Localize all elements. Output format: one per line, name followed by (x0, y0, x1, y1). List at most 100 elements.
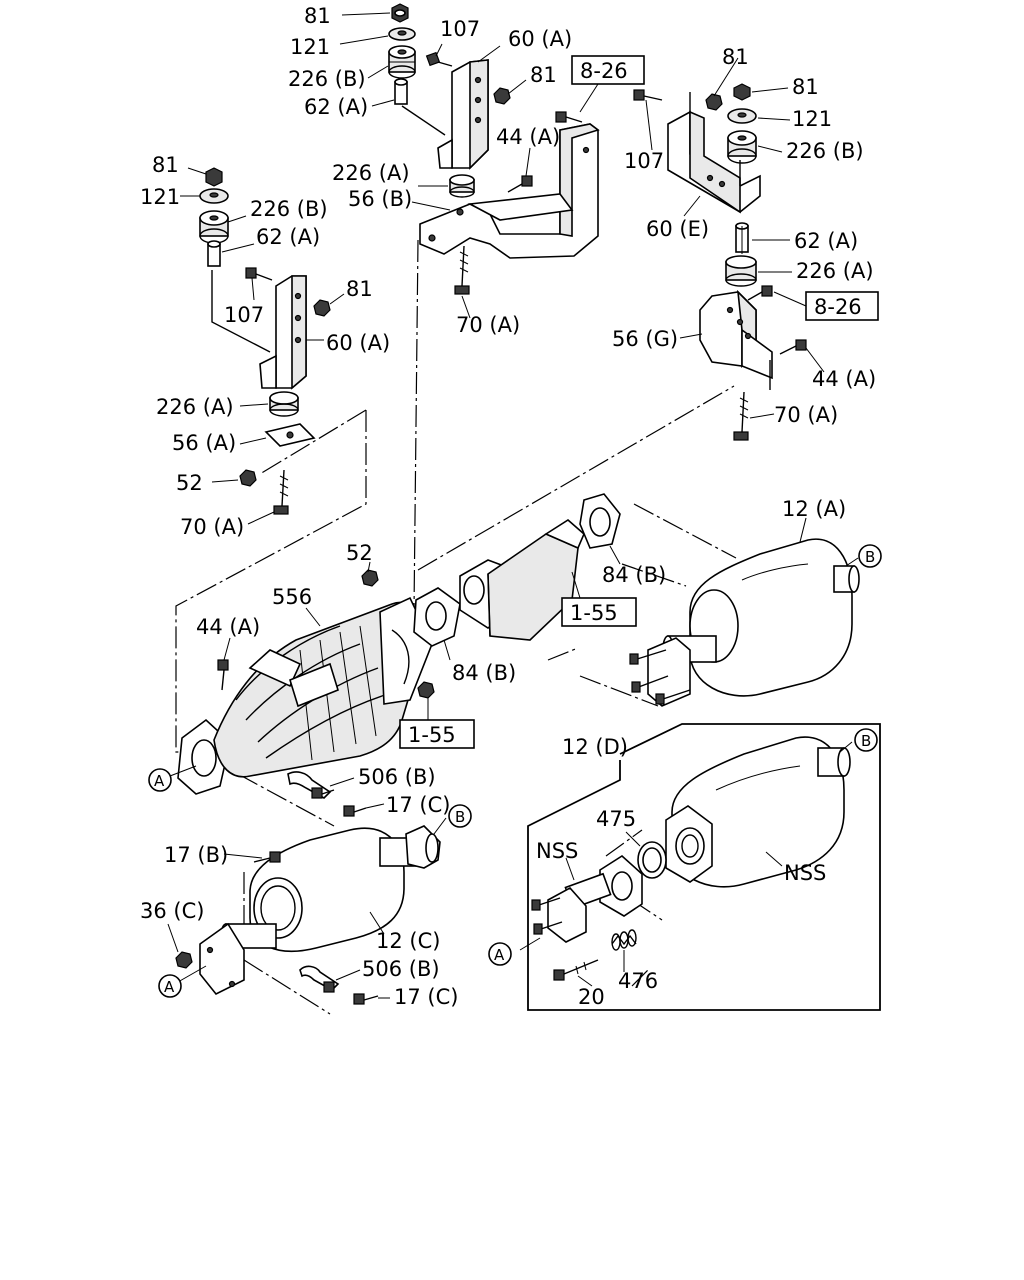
nut-52-dpf-icon (361, 569, 379, 587)
muffler-12c-group: B 17 (B) 36 (C) 12 (C) A 506 (B) 17 (C) (140, 804, 472, 1009)
callout-556: 556 (272, 585, 312, 609)
flange-nss-icon (531, 886, 587, 943)
ref-1-55-pipe: 1-55 (570, 601, 618, 625)
callout-81-right: 81 (722, 45, 749, 69)
callout-476: 476 (618, 969, 658, 993)
callout-12d: 12 (D) (562, 735, 628, 759)
bushing-226b-right-icon (727, 130, 757, 164)
callout-17c-dpf: 17 (C) (386, 793, 450, 817)
washer-121-left-icon (199, 188, 229, 204)
bolt-20-icon (553, 959, 599, 981)
callout-70a-right: 70 (A) (774, 403, 838, 427)
top-center-mount-group: 81 121 226 (B) 62 (A) 107 60 (A) 81 (288, 3, 572, 170)
callout-121: 121 (290, 35, 330, 59)
callout-121-left: 121 (140, 185, 180, 209)
ref-a-12c-circle (158, 974, 182, 998)
ref-8-26-right: 8-26 (814, 295, 862, 319)
callout-52-dpf: 52 (346, 541, 373, 565)
callout-52-left: 52 (176, 471, 203, 495)
bolt-17b-icon (253, 851, 281, 863)
bolt-17c-dpf-icon (311, 787, 367, 817)
bolt-107-right-icon (633, 89, 663, 101)
callout-60a: 60 (A) (508, 27, 572, 51)
bolt-44a-dpf-icon (217, 659, 229, 691)
ref-b-12c-circle (448, 804, 472, 828)
bolt-107-icon (425, 51, 453, 67)
callout-107-right: 107 (624, 149, 664, 173)
muffler-12d-icon (671, 736, 851, 888)
callout-56g: 56 (G) (612, 327, 678, 351)
dpf-556-icon (177, 596, 433, 795)
bushing-226a-left-icon (269, 391, 299, 417)
exhaust-pipe-group: 84 (B) 1-55 (459, 493, 666, 641)
washer-121-right-icon (727, 108, 757, 124)
bushing-226a-right-icon (725, 255, 757, 287)
callout-70a: 70 (A) (456, 313, 520, 337)
bushing-226b-left-icon (199, 210, 229, 244)
collar-62a-icon (394, 78, 408, 105)
exhaust-pipe-icon (459, 519, 585, 641)
ref-b-12a-circle (858, 544, 882, 568)
ref-a-12d-circle (488, 942, 512, 966)
callout-121-right: 121 (792, 107, 832, 131)
ref-8-26-right-box (805, 291, 879, 321)
callout-475: 475 (596, 807, 636, 831)
callout-506b-dpf: 506 (B) (358, 765, 436, 789)
bolt-8-26-right-icon (747, 285, 773, 301)
callout-226a: 226 (A) (332, 161, 410, 185)
muffler-12d-frame (527, 723, 881, 1011)
bolt-8-26-icon (555, 111, 583, 123)
washer-121-icon (388, 27, 416, 41)
bolt-44a-right-icon (779, 339, 807, 355)
callout-60e: 60 (E) (646, 217, 709, 241)
callout-44a-dpf: 44 (A) (196, 615, 260, 639)
callout-81: 81 (304, 4, 331, 28)
callout-506b-12c: 506 (B) (362, 957, 440, 981)
nut-81-left-icon (205, 167, 223, 187)
callout-17c-12c: 17 (C) (394, 985, 458, 1009)
nut-52-left-icon (239, 469, 257, 487)
bolt-17c-12c-icon (323, 981, 379, 1005)
nut-81-icon (391, 3, 409, 23)
bracket-60a-left-icon (259, 275, 307, 390)
callout-70a-left: 70 (A) (180, 515, 244, 539)
nut-dpf-icon (417, 681, 435, 699)
ref-a-12c: A (164, 978, 175, 996)
callout-56a-left: 56 (A) (172, 431, 236, 455)
bracket-60a-icon (437, 59, 489, 170)
callout-nss-left: NSS (536, 839, 578, 863)
ref-1-55-pipe-box (561, 597, 637, 627)
ref-b-12d: B (861, 732, 871, 750)
callout-81-left2: 81 (346, 277, 373, 301)
callout-17b: 17 (B) (164, 843, 228, 867)
flange-12c-icon (199, 922, 245, 996)
bolt-44a-icon (507, 175, 533, 193)
callout-226b-right: 226 (B) (786, 139, 864, 163)
ref-1-55-dpf-box (399, 719, 475, 749)
bushing-226a-icon (449, 174, 475, 198)
bolt-70a-left-icon (273, 469, 289, 515)
muffler-12a-icon (662, 538, 860, 697)
callout-62a-right: 62 (A) (794, 229, 858, 253)
ref-b-12c: B (455, 808, 465, 826)
bracket-56a-icon (264, 423, 316, 447)
bushing-226b-icon (388, 45, 416, 79)
bracket-60e-icon (667, 92, 761, 214)
ref-1-55-dpf: 1-55 (408, 723, 456, 747)
callout-81-left: 81 (152, 153, 179, 177)
callout-12a: 12 (A) (782, 497, 846, 521)
callout-226b-left: 226 (B) (250, 197, 328, 221)
callout-62a-left: 62 (A) (256, 225, 320, 249)
left-mount-group: 81 121 226 (B) 62 (A) 107 81 60 (A) 226 … (140, 153, 390, 539)
connection-lines (175, 239, 737, 1015)
callout-81-right2: 81 (792, 75, 819, 99)
nut-81-right-icon (705, 93, 723, 111)
gasket-475-icon (637, 841, 667, 879)
collar-62a-left-icon (207, 240, 221, 267)
ref-8-26: 8-26 (580, 59, 628, 83)
gasket-84b-dpf-icon (413, 587, 461, 647)
callout-56b: 56 (B) (348, 187, 412, 211)
callout-226a-left: 226 (A) (156, 395, 234, 419)
nut-81-right2-icon (733, 83, 751, 101)
